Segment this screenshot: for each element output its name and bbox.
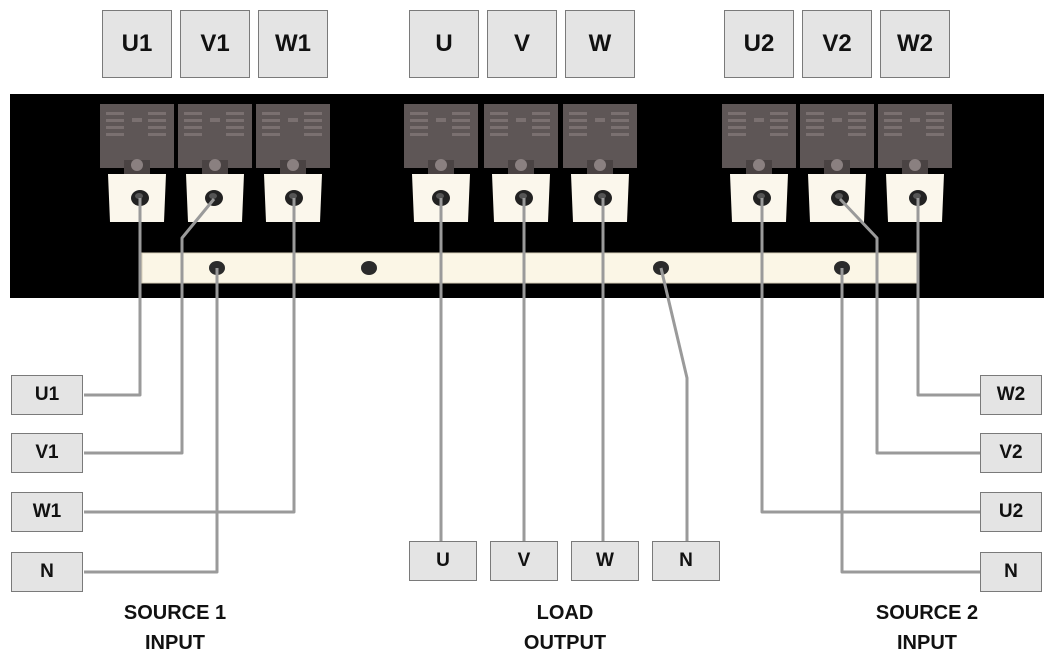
- top-label-u2: U2: [724, 10, 794, 78]
- wire-w1: [84, 198, 296, 514]
- wire-n2: [840, 268, 980, 574]
- right-label-w2: W2: [980, 375, 1042, 415]
- terminal-group: [100, 104, 952, 222]
- bottom-label-n: N: [652, 541, 720, 581]
- terminal-v1: [178, 104, 252, 222]
- left-label-u1: U1: [11, 375, 83, 415]
- neutral-bar: [141, 252, 919, 284]
- caption-source1: SOURCE 1 INPUT: [65, 598, 285, 658]
- top-label-w2: W2: [880, 10, 950, 78]
- wire-w2: [916, 198, 980, 397]
- terminal-w2: [878, 104, 952, 222]
- caption-source1-line2: INPUT: [145, 632, 205, 654]
- left-label-v1: V1: [11, 433, 83, 473]
- bottom-label-u: U: [409, 541, 477, 581]
- wire-v1: [84, 198, 216, 455]
- wire-n1: [84, 268, 219, 574]
- bottom-label-v: V: [490, 541, 558, 581]
- caption-source2: SOURCE 2 INPUT: [817, 598, 1037, 658]
- left-label-w1: W1: [11, 492, 83, 532]
- top-label-v2: V2: [802, 10, 872, 78]
- caption-source2-line2: INPUT: [897, 632, 957, 654]
- caption-load: LOAD OUTPUT: [455, 598, 675, 658]
- right-label-n: N: [980, 552, 1042, 592]
- top-label-u1: U1: [102, 10, 172, 78]
- terminal-u2: [722, 104, 796, 222]
- terminal-u1: [100, 104, 174, 222]
- wire-v2: [838, 197, 980, 455]
- top-label-u: U: [409, 10, 479, 78]
- wire-u2: [760, 198, 980, 514]
- caption-source2-line1: SOURCE 2: [875, 602, 979, 624]
- top-label-w1: W1: [258, 10, 328, 78]
- caption-source1-line1: SOURCE 1: [123, 602, 227, 624]
- caption-load-line2: OUTPUT: [523, 632, 607, 654]
- caption-load-line1: LOAD: [536, 602, 594, 624]
- neutral-screw: [361, 261, 377, 275]
- terminal-w: [563, 104, 637, 222]
- left-label-n: N: [11, 552, 83, 592]
- top-label-w: W: [565, 10, 635, 78]
- terminal-v: [484, 104, 558, 222]
- top-label-v1: V1: [180, 10, 250, 78]
- bottom-label-w: W: [571, 541, 639, 581]
- wire-u1: [84, 198, 142, 397]
- right-label-u2: U2: [980, 492, 1042, 532]
- top-label-v: V: [487, 10, 557, 78]
- wire-n: [659, 267, 689, 541]
- terminal-v2: [800, 104, 874, 222]
- right-label-v2: V2: [980, 433, 1042, 473]
